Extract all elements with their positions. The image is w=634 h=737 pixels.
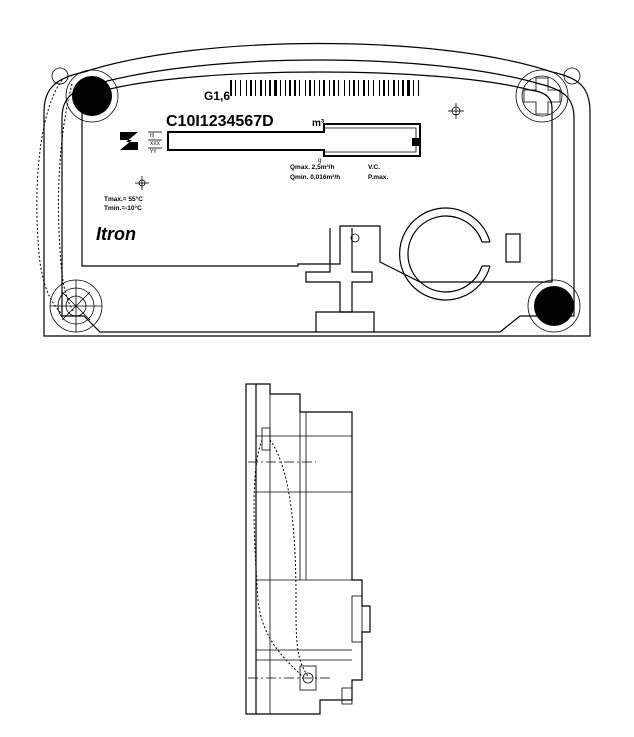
side-body [256, 383, 371, 715]
barcode [230, 80, 419, 96]
side-view [245, 383, 371, 715]
sealing-wire [36, 79, 63, 315]
nominal-size-label: G1,6 [204, 89, 230, 103]
tmin-label: Tmin.=-10°C [104, 204, 142, 212]
pmax-label: P.max. [368, 174, 388, 181]
serial-number: C10I1234567D [166, 113, 274, 130]
side-plate [245, 383, 257, 715]
class-mark-1: III [150, 133, 154, 139]
crosshair-icon [448, 103, 464, 119]
tmax-label: Tmax.= 55°C [104, 195, 143, 203]
qmin-label: Qmin. 0,016m³/h [290, 174, 340, 181]
volume-unit-label: m³ [312, 118, 325, 129]
screw-top-left [65, 69, 119, 123]
screw-bottom-right [527, 279, 581, 333]
center-post [305, 228, 375, 332]
class-symbol-icon [120, 132, 138, 150]
screw-bottom-left [49, 279, 103, 333]
vc-label: V.C. [368, 164, 380, 171]
brand-logo: Itron [96, 224, 136, 244]
side-sealing-wire [253, 439, 303, 677]
class-mark-3: YY [150, 149, 157, 155]
front-view: G1,6 C10I1234567D m³ g Qmax. 2,5m³/h Qmi… [36, 42, 591, 337]
housing-outline [43, 42, 591, 337]
qmax-label: Qmax. 2,5m³/h [290, 164, 334, 171]
counter-window [167, 123, 421, 157]
decimal-marker: g [318, 158, 321, 164]
crosshair-small-icon [135, 176, 149, 190]
ring-connector [399, 207, 521, 301]
screw-top-right [515, 69, 569, 123]
class-mark-2: XXX [150, 141, 161, 147]
